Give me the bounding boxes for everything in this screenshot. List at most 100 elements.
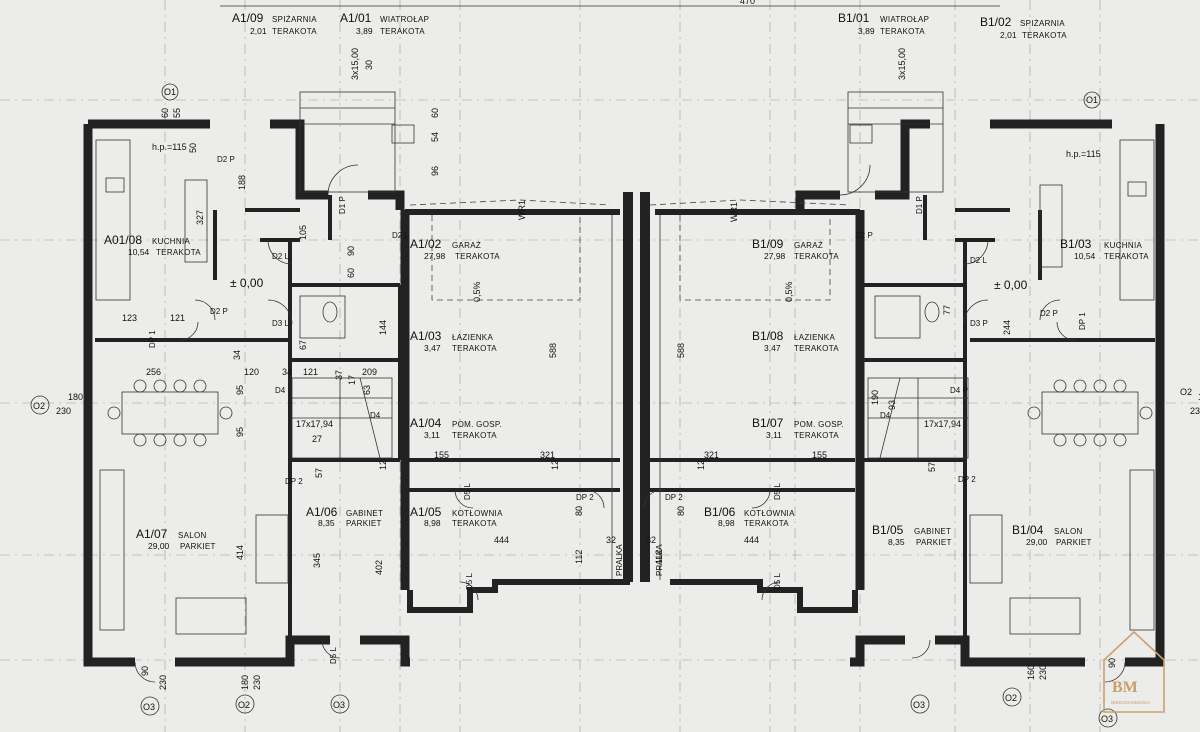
dim: 90 xyxy=(1107,658,1117,668)
svg-text:B1/09: B1/09 xyxy=(752,237,784,251)
hp-a: h.p.=115 xyxy=(152,142,187,152)
dim: 67 xyxy=(298,340,308,350)
axis-label: O1 xyxy=(1086,95,1098,105)
door-label: D2 P xyxy=(855,231,873,240)
room-label-b1-07: B1/07 POM. GOSP. 3,11 TERAKOTA xyxy=(752,416,844,440)
svg-text:3,11: 3,11 xyxy=(424,430,440,440)
dim: 230 xyxy=(1038,665,1048,680)
pralka-b: PRALKA xyxy=(655,544,664,576)
svg-text:27,98: 27,98 xyxy=(424,251,446,261)
svg-text:B1/08: B1/08 xyxy=(752,329,784,343)
svg-text:A1/02: A1/02 xyxy=(410,237,442,251)
svg-text:A1/04: A1/04 xyxy=(410,416,442,430)
svg-text:A1/09: A1/09 xyxy=(232,11,264,25)
svg-text:27,98: 27,98 xyxy=(764,251,786,261)
door-label: D5 L xyxy=(463,483,472,500)
svg-text:TERAKOTA: TERAKOTA xyxy=(156,248,201,257)
dim: 155 xyxy=(434,450,449,460)
dim: 345 xyxy=(312,553,322,568)
door-label: D3 L xyxy=(272,319,289,328)
svg-text:A1/06: A1/06 xyxy=(306,505,338,519)
dim: 112 xyxy=(654,550,664,564)
svg-text:PARKIET: PARKIET xyxy=(346,519,382,528)
dim: 55 xyxy=(172,108,182,118)
dim: 188 xyxy=(237,175,247,190)
axis-label: O2 xyxy=(238,700,250,710)
svg-text:TERAKOTA: TERAKOTA xyxy=(452,519,497,528)
svg-text:B1/03: B1/03 xyxy=(1060,237,1092,251)
room-label-b1-09: B1/09 GARAŻ 27,98 TERAKOTA xyxy=(752,237,839,261)
dim: 588 xyxy=(676,343,686,358)
svg-text:A1/07: A1/07 xyxy=(136,527,168,541)
kitchen-fittings xyxy=(95,139,1155,301)
dim: 80 xyxy=(574,506,584,516)
door-label: DP 2 xyxy=(665,493,683,502)
svg-text:TERAKOTA: TERAKOTA xyxy=(380,27,425,36)
room-label-b1-08: B1/08 ŁAZIENKA 3,47 TERAKOTA xyxy=(752,329,839,353)
dim: 209 xyxy=(362,367,377,377)
svg-text:KOTŁOWNIA: KOTŁOWNIA xyxy=(744,509,795,518)
level-mark-b: ± 0,00 xyxy=(994,278,1028,292)
stair-b-top: 3x15,00 xyxy=(897,48,907,80)
hp-b: h.p.=115 xyxy=(1066,149,1101,159)
door-label: D5 L xyxy=(773,573,782,590)
dim: 60 xyxy=(160,108,170,118)
dim: 144 xyxy=(378,320,388,335)
axis-label: O1 xyxy=(164,87,176,97)
dim: 180 xyxy=(240,675,250,690)
svg-text:TERAKOTA: TERAKOTA xyxy=(1104,252,1149,261)
svg-text:TERAKOTA: TERAKOTA xyxy=(794,344,839,353)
room-label-b1-01: B1/01 WIATROŁAP 3,89 TERAKOTA xyxy=(838,11,929,36)
dim: 588 xyxy=(548,343,558,358)
door-label: D2 L xyxy=(970,256,987,265)
door-label: D4 xyxy=(275,386,286,395)
dim: 155 xyxy=(812,450,827,460)
room-label-b1-04: B1/04 SALON 29,00 PARKIET xyxy=(1012,523,1092,547)
door-label: D5 L xyxy=(773,483,782,500)
dim: 63 xyxy=(362,385,372,395)
svg-text:KUCHNIA: KUCHNIA xyxy=(152,237,190,246)
door-label: D3 P xyxy=(970,319,988,328)
room-label-a1-04: A1/04 POM. GOSP. 3,11 TERAKOTA xyxy=(410,416,502,440)
wr-a: WR1 xyxy=(517,200,527,220)
room-label-a1-05: A1/05 KOTŁOWNIA 8,98 TERAKOTA xyxy=(410,505,503,528)
svg-text:10,54: 10,54 xyxy=(1074,251,1096,261)
door-label: D4 xyxy=(880,411,891,420)
svg-text:TERAKOTA: TERAKOTA xyxy=(455,252,500,261)
axis-label: O2 xyxy=(1005,693,1017,703)
dim: 321 xyxy=(540,450,555,460)
svg-text:PARKIET: PARKIET xyxy=(180,542,216,551)
svg-text:TERAKOTA: TERAKOTA xyxy=(452,344,497,353)
svg-text:10,54: 10,54 xyxy=(128,247,150,257)
axis-label: O2 xyxy=(1180,387,1192,397)
axis-markers: O1 O2 O3 O2 O3 O1 O2 O3 O2 O3 xyxy=(30,83,1192,728)
svg-text:WIATROŁAP: WIATROŁAP xyxy=(880,15,929,24)
door-label: D5 L xyxy=(329,647,338,664)
svg-text:SALON: SALON xyxy=(178,531,207,540)
dim: 444 xyxy=(744,535,759,545)
garage-dashed-lines xyxy=(409,199,851,580)
dim: 414 xyxy=(235,545,245,560)
dim: 32 xyxy=(606,535,616,545)
svg-text:SPIŻARNIA: SPIŻARNIA xyxy=(1020,19,1065,28)
svg-text:B1/05: B1/05 xyxy=(872,523,904,537)
dim: 321 xyxy=(704,450,719,460)
svg-text:GABINET: GABINET xyxy=(346,509,383,518)
dim: 256 xyxy=(146,367,161,377)
svg-text:2,01: 2,01 xyxy=(1000,30,1017,40)
dim: 327 xyxy=(195,210,205,225)
dim: 230 xyxy=(252,675,262,690)
svg-text:TERAKOTA: TERAKOTA xyxy=(452,431,497,440)
dim: 90 xyxy=(140,666,150,676)
svg-text:PARKIET: PARKIET xyxy=(1056,538,1092,547)
logo-subtitle: NIERUCHOMOŚCI xyxy=(1111,698,1150,705)
axis-label: O2 xyxy=(33,401,45,411)
stairs-b xyxy=(847,91,969,459)
dim: 230 xyxy=(1190,406,1200,416)
svg-text:3,89: 3,89 xyxy=(858,26,875,36)
dim: 60 xyxy=(430,108,440,118)
top-dimension: 470 xyxy=(220,0,1000,7)
dim: 34 xyxy=(282,367,292,377)
door-label: DP 2 xyxy=(958,475,976,484)
stair-a-top: 3x15,00 xyxy=(350,48,360,80)
